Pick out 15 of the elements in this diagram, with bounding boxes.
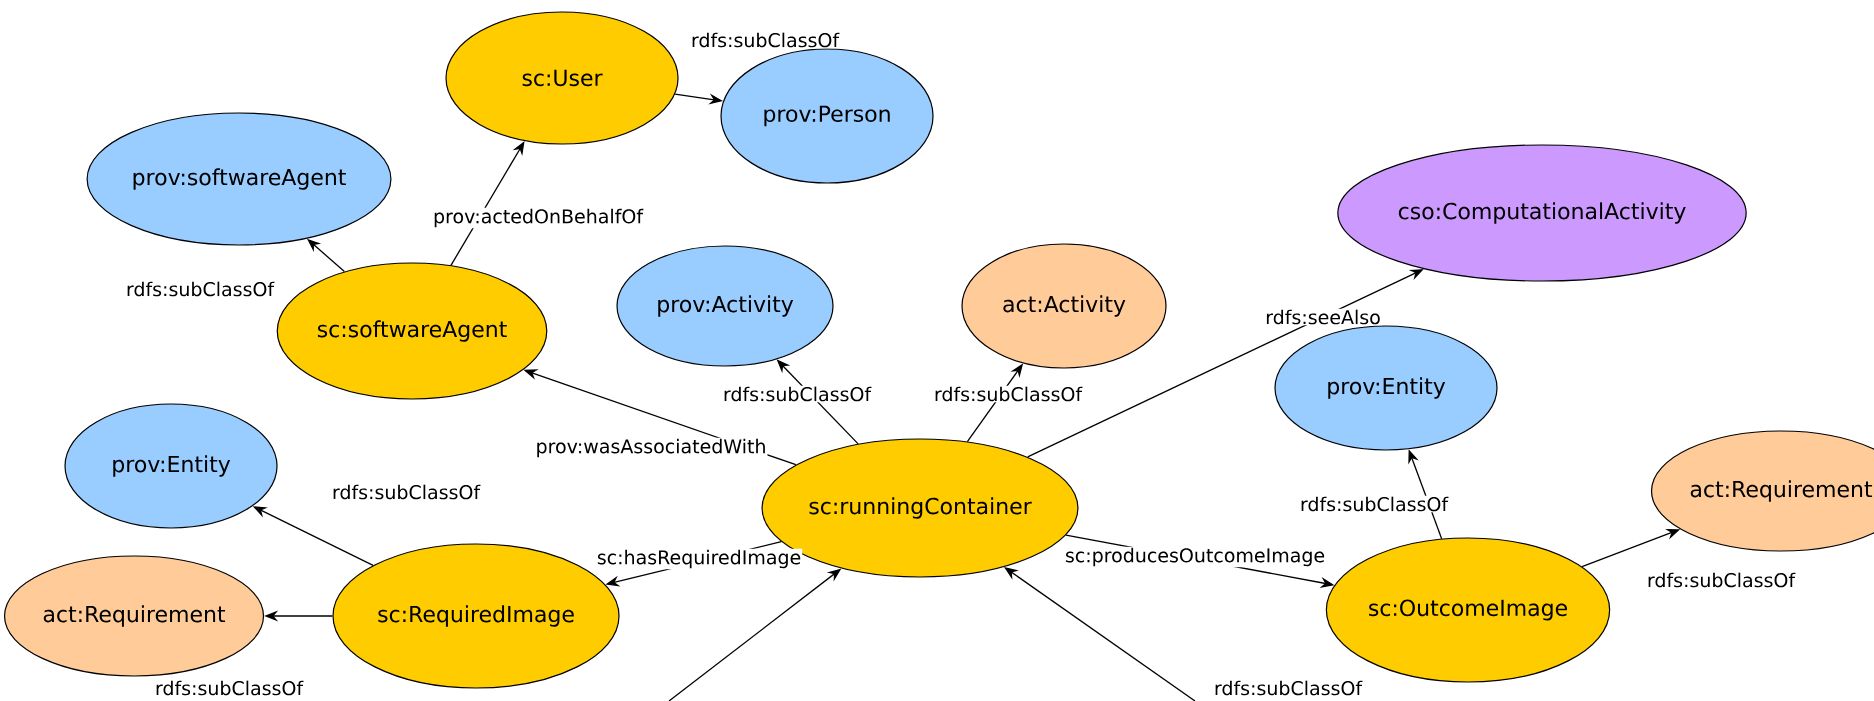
edge-label: rdfs:subClassOf [330, 483, 482, 501]
edge-label: rdfs:subClassOf [689, 31, 841, 49]
edge-label: rdfs:seeAlso [1264, 308, 1382, 326]
edge-label: prov:actedOnBehalfOf [432, 207, 644, 229]
edge-label: rdfs:subClassOf [1298, 495, 1450, 513]
edge-label: rdfs:subClassOf [932, 385, 1084, 403]
arrow [1004, 567, 1196, 701]
edge-label: rdfs:subClassOf [124, 280, 276, 298]
edge-label: rdfs:subClassOf [721, 385, 873, 403]
edge-label: prov:wasAssociatedWith [534, 437, 768, 459]
edge-label: rdfs:subClassOf [1645, 571, 1797, 589]
edge-label: sc:hasRequiredImage [595, 548, 803, 570]
edge-label: sc:producesOutcomeImage [1063, 546, 1327, 568]
edge-label: rdfs:subClassOf [153, 679, 305, 697]
arrow [450, 141, 525, 266]
